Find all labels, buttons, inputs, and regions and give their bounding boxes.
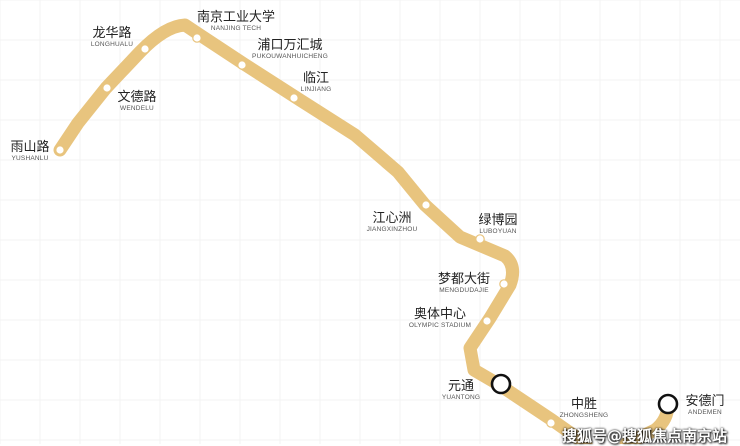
station-marker[interactable] <box>421 200 431 210</box>
station-name-en: OLYMPIC STADIUM <box>409 322 471 329</box>
station-name-zh: 江心洲 <box>372 211 411 226</box>
transfer-station-marker[interactable] <box>490 373 512 395</box>
station-name-zh: 南京工业大学 <box>197 9 275 25</box>
station-marker[interactable] <box>55 145 65 155</box>
station-name-zh: 雨山路 <box>10 139 49 155</box>
station-name-zh: 中胜 <box>571 397 597 412</box>
station-name-zh: 梦都大街 <box>438 272 490 287</box>
station-marker[interactable] <box>475 234 485 244</box>
station-marker[interactable] <box>102 83 112 93</box>
station-name-zh: 安德门 <box>685 394 724 409</box>
station-name-en: MENGDUDAJIE <box>439 287 489 294</box>
metro-route-line <box>53 18 675 444</box>
station-marker[interactable] <box>289 93 299 103</box>
station-name-en: YUANTONG <box>442 394 480 401</box>
station-name-zh: 奥体中心 <box>414 307 466 322</box>
station-marker[interactable] <box>499 279 509 289</box>
station-name-en: JIANGXINZHOU <box>367 226 418 233</box>
station-name-en: LUBOYUAN <box>479 228 516 235</box>
station-marker[interactable] <box>140 44 150 54</box>
station-name-zh: 绿博园 <box>478 213 517 228</box>
station-marker[interactable] <box>192 33 202 43</box>
station-name-zh: 临江 <box>303 71 329 86</box>
station-name-en: LONGHUALU <box>91 41 133 48</box>
station-name-en: WENDELU <box>120 105 154 112</box>
station-name-zh: 元通 <box>448 379 474 394</box>
station-name-en: NANJING TECH <box>211 25 261 32</box>
watermark: 搜狐号@搜狐焦点南京站 <box>562 427 728 445</box>
station-name-zh: 龙华路 <box>92 25 131 41</box>
station-name-en: YUSHANLU <box>12 155 49 162</box>
station-marker[interactable] <box>482 316 492 326</box>
station-name-en: PUKOUWANHUICHENG <box>252 53 328 60</box>
station-name-en: ANDEMEN <box>688 409 722 416</box>
station-marker[interactable] <box>546 418 556 428</box>
station-name-zh: 浦口万汇城 <box>257 38 322 53</box>
transfer-station-marker[interactable] <box>657 393 679 415</box>
station-name-en: ZHONGSHENG <box>560 412 609 419</box>
station-name-en: LINJIANG <box>301 86 332 93</box>
station-marker[interactable] <box>237 60 247 70</box>
station-name-zh: 文德路 <box>117 89 156 105</box>
